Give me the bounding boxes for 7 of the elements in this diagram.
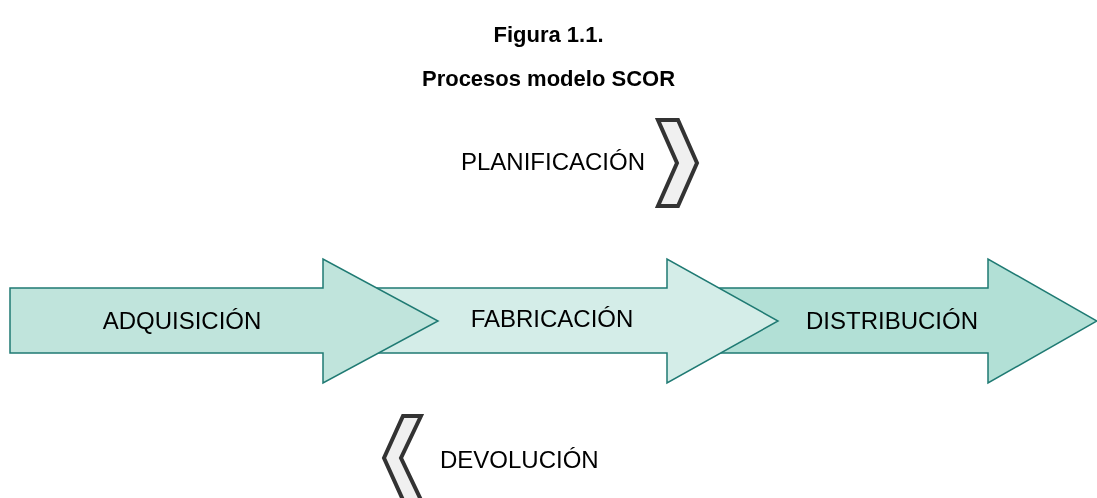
process-label: ADQUISICIÓN: [102, 307, 262, 335]
figure-caption: Procesos modelo SCOR: [420, 66, 677, 92]
process-label: DEVOLUCIÓN: [440, 446, 599, 474]
figure-title: Figura 1.1.: [492, 22, 605, 48]
process-label: PLANIFICACIÓN: [460, 148, 645, 176]
process-label: FABRICACIÓN: [470, 305, 634, 333]
process-label: DISTRIBUCIÓN: [806, 307, 978, 335]
